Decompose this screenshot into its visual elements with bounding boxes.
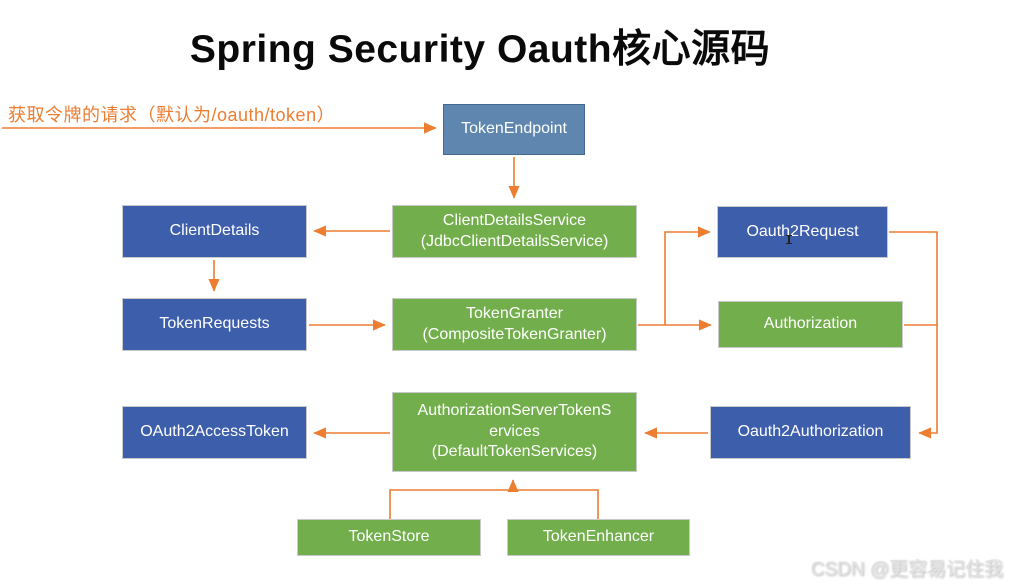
node-token-store: TokenStore <box>297 519 481 556</box>
node-authorization-server-token-services: AuthorizationServerTokenS ervices (Defau… <box>392 392 637 472</box>
node-oauth2-access-token: OAuth2AccessToken <box>122 406 307 459</box>
diagram-title: Spring Security Oauth核心源码 <box>189 28 771 71</box>
watermark: CSDN @更容易记住我 <box>810 559 1003 580</box>
node-token-enhancer: TokenEnhancer <box>507 519 690 556</box>
token-request-annotation: 获取令牌的请求（默认为/oauth/token） <box>8 105 336 125</box>
node-authorization: Authorization <box>718 301 903 348</box>
node-token-granter: TokenGranter (CompositeTokenGranter) <box>392 298 637 351</box>
node-token-requests: TokenRequests <box>122 298 307 351</box>
node-token-endpoint: TokenEndpoint <box>443 104 585 155</box>
arrow-oauth2request-to-oauth2authorization <box>889 231 938 439</box>
arrow-tokengranter-to-oauth2request <box>638 226 711 326</box>
text-cursor-artifact <box>786 235 792 244</box>
node-client-details-service: ClientDetailsService (JdbcClientDetailsS… <box>392 205 637 258</box>
node-oauth2-authorization: Oauth2Authorization <box>710 406 911 459</box>
node-client-details: ClientDetails <box>122 205 307 258</box>
line-tokenstore-tokenenhancer-bracket <box>389 489 599 519</box>
node-oauth2-request: Oauth2Request <box>717 206 888 258</box>
